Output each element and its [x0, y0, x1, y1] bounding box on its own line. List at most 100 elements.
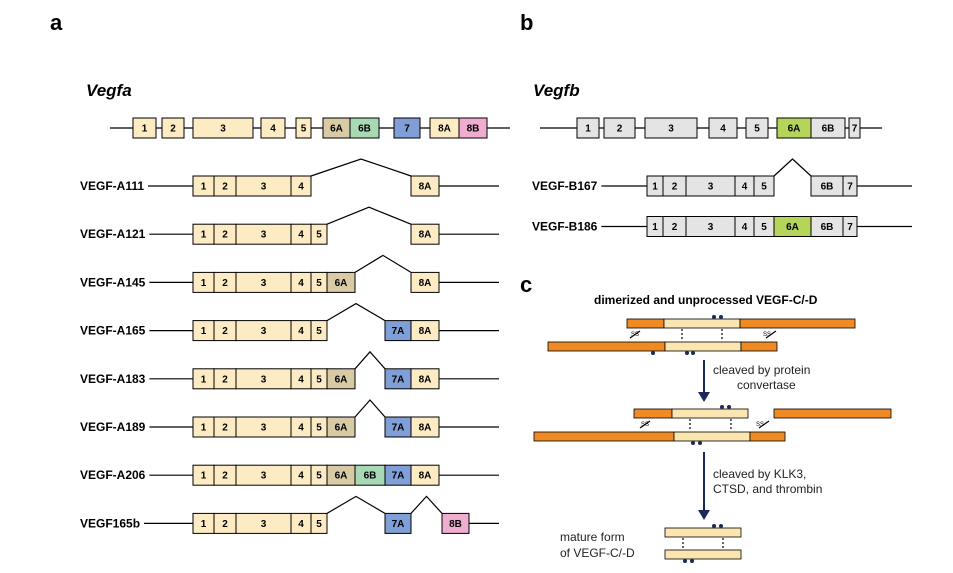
- exon-1: 1: [192, 512, 215, 534]
- exon-3: 3: [235, 271, 292, 293]
- exon-label: 3: [261, 230, 267, 241]
- splice-junction: [310, 158, 412, 177]
- exon-label: 4: [742, 222, 748, 233]
- exon-label: 7: [404, 124, 410, 135]
- exon-label: 6B: [364, 471, 377, 482]
- vhd-top: [663, 318, 741, 329]
- vegfa-gene-exon-8b: 8B: [458, 117, 488, 139]
- splice-junction: [354, 254, 412, 273]
- exon-4: 4: [734, 175, 755, 197]
- splice-junction: [410, 495, 443, 514]
- exon-label: 3: [261, 519, 267, 530]
- exon-label: 2: [222, 423, 228, 434]
- exon-1: 1: [192, 320, 215, 342]
- glycosylation-marks: [691, 405, 731, 445]
- vegfb-gene-exon-7: 7: [848, 117, 861, 139]
- vegfb-gene-exon-5: 5: [745, 117, 769, 139]
- exon-label: 7: [847, 222, 853, 233]
- exon-label: 2: [672, 182, 678, 193]
- exon-label: 5: [316, 423, 322, 434]
- exon-label: 8A: [419, 230, 432, 241]
- ss-label: SS: [631, 332, 639, 338]
- vegfb-gene-exon-6b: 6B: [810, 117, 846, 139]
- exon-label: 1: [201, 423, 207, 434]
- processing-arrow-2-head: [698, 510, 710, 520]
- disulfide-bonds: [629, 329, 777, 341]
- exon-5: 5: [310, 368, 328, 390]
- exon-label: 6A: [335, 278, 348, 289]
- exon-label: 1: [201, 471, 207, 482]
- glycosylation-marks: [651, 315, 723, 355]
- exon-label: 5: [316, 230, 322, 241]
- exon-4: 4: [290, 175, 312, 197]
- exon-label: 5: [316, 471, 322, 482]
- propeptide-c-top: [739, 318, 856, 329]
- splice-junction: [326, 495, 386, 514]
- exon-6b: 6B: [810, 175, 844, 197]
- exon-1: 1: [192, 223, 215, 245]
- exon-label: 8A: [419, 326, 432, 337]
- exon-5: 5: [753, 216, 775, 237]
- vegfa-gene-exon-3: 3: [192, 117, 254, 139]
- ss-label: SS: [756, 422, 764, 428]
- exon-8a: 8A: [410, 368, 440, 390]
- step2-label-line1: cleaved by KLK3,: [713, 467, 806, 481]
- exon-label: 4: [298, 230, 304, 241]
- exon-5: 5: [310, 223, 328, 245]
- exon-label: 2: [222, 519, 228, 530]
- exon-label: 7A: [392, 374, 405, 385]
- exon-label: 6B: [821, 182, 834, 193]
- unprocessed-title: dimerized and unprocessed VEGF-C/-D: [594, 293, 818, 307]
- exon-2: 2: [662, 175, 687, 197]
- mature-dimer: [664, 524, 742, 563]
- exon-2: 2: [213, 368, 237, 390]
- exon-label: 4: [298, 471, 304, 482]
- exon-label: 2: [222, 182, 228, 193]
- exon-8a: 8A: [410, 416, 440, 438]
- exon-label: 6B: [358, 124, 371, 135]
- exon-4: 4: [290, 368, 312, 390]
- splice-junction: [354, 350, 386, 370]
- exon-label: 5: [761, 222, 767, 233]
- exon-label: 6A: [330, 124, 343, 135]
- exon-2: 2: [213, 512, 237, 534]
- exon-label: 4: [298, 326, 304, 337]
- exon-8a: 8A: [410, 271, 440, 293]
- exon-label: 1: [652, 182, 658, 193]
- exon-6b: 6B: [810, 216, 844, 237]
- disulfide-bonds: [682, 538, 724, 549]
- exon-label: 4: [298, 182, 304, 193]
- exon-7a: 7A: [384, 464, 412, 486]
- exon-label: 4: [298, 519, 304, 530]
- exon-label: 8A: [438, 124, 451, 135]
- exon-label: 2: [222, 471, 228, 482]
- exon-1: 1: [192, 175, 215, 197]
- propeptide-n-top: [626, 318, 665, 329]
- propeptide-n-bottom: [547, 341, 666, 352]
- exon-label: 5: [301, 124, 307, 135]
- n-propeptide-bottom: [533, 431, 675, 442]
- exon-5: 5: [310, 320, 328, 342]
- exon-7: 7: [842, 175, 858, 197]
- exon-7a: 7A: [384, 512, 412, 534]
- exon-8b: 8B: [441, 512, 470, 534]
- exon-5: 5: [753, 175, 775, 197]
- exon-label: 1: [201, 519, 207, 530]
- isoform-name: VEGF-A206: [80, 468, 146, 482]
- exon-label: 3: [708, 222, 714, 233]
- mature-vhd-bottom: [664, 549, 742, 560]
- isoform-name: VEGF-A189: [80, 420, 146, 434]
- exon-3: 3: [235, 223, 292, 245]
- exon-label: 1: [585, 124, 591, 135]
- exon-label: 5: [316, 374, 322, 385]
- vegfb-gene-name: Vegfb: [533, 81, 580, 100]
- exon-2: 2: [213, 175, 237, 197]
- exon-label: 8A: [419, 423, 432, 434]
- vegfa-gene-exon-5: 5: [295, 117, 312, 139]
